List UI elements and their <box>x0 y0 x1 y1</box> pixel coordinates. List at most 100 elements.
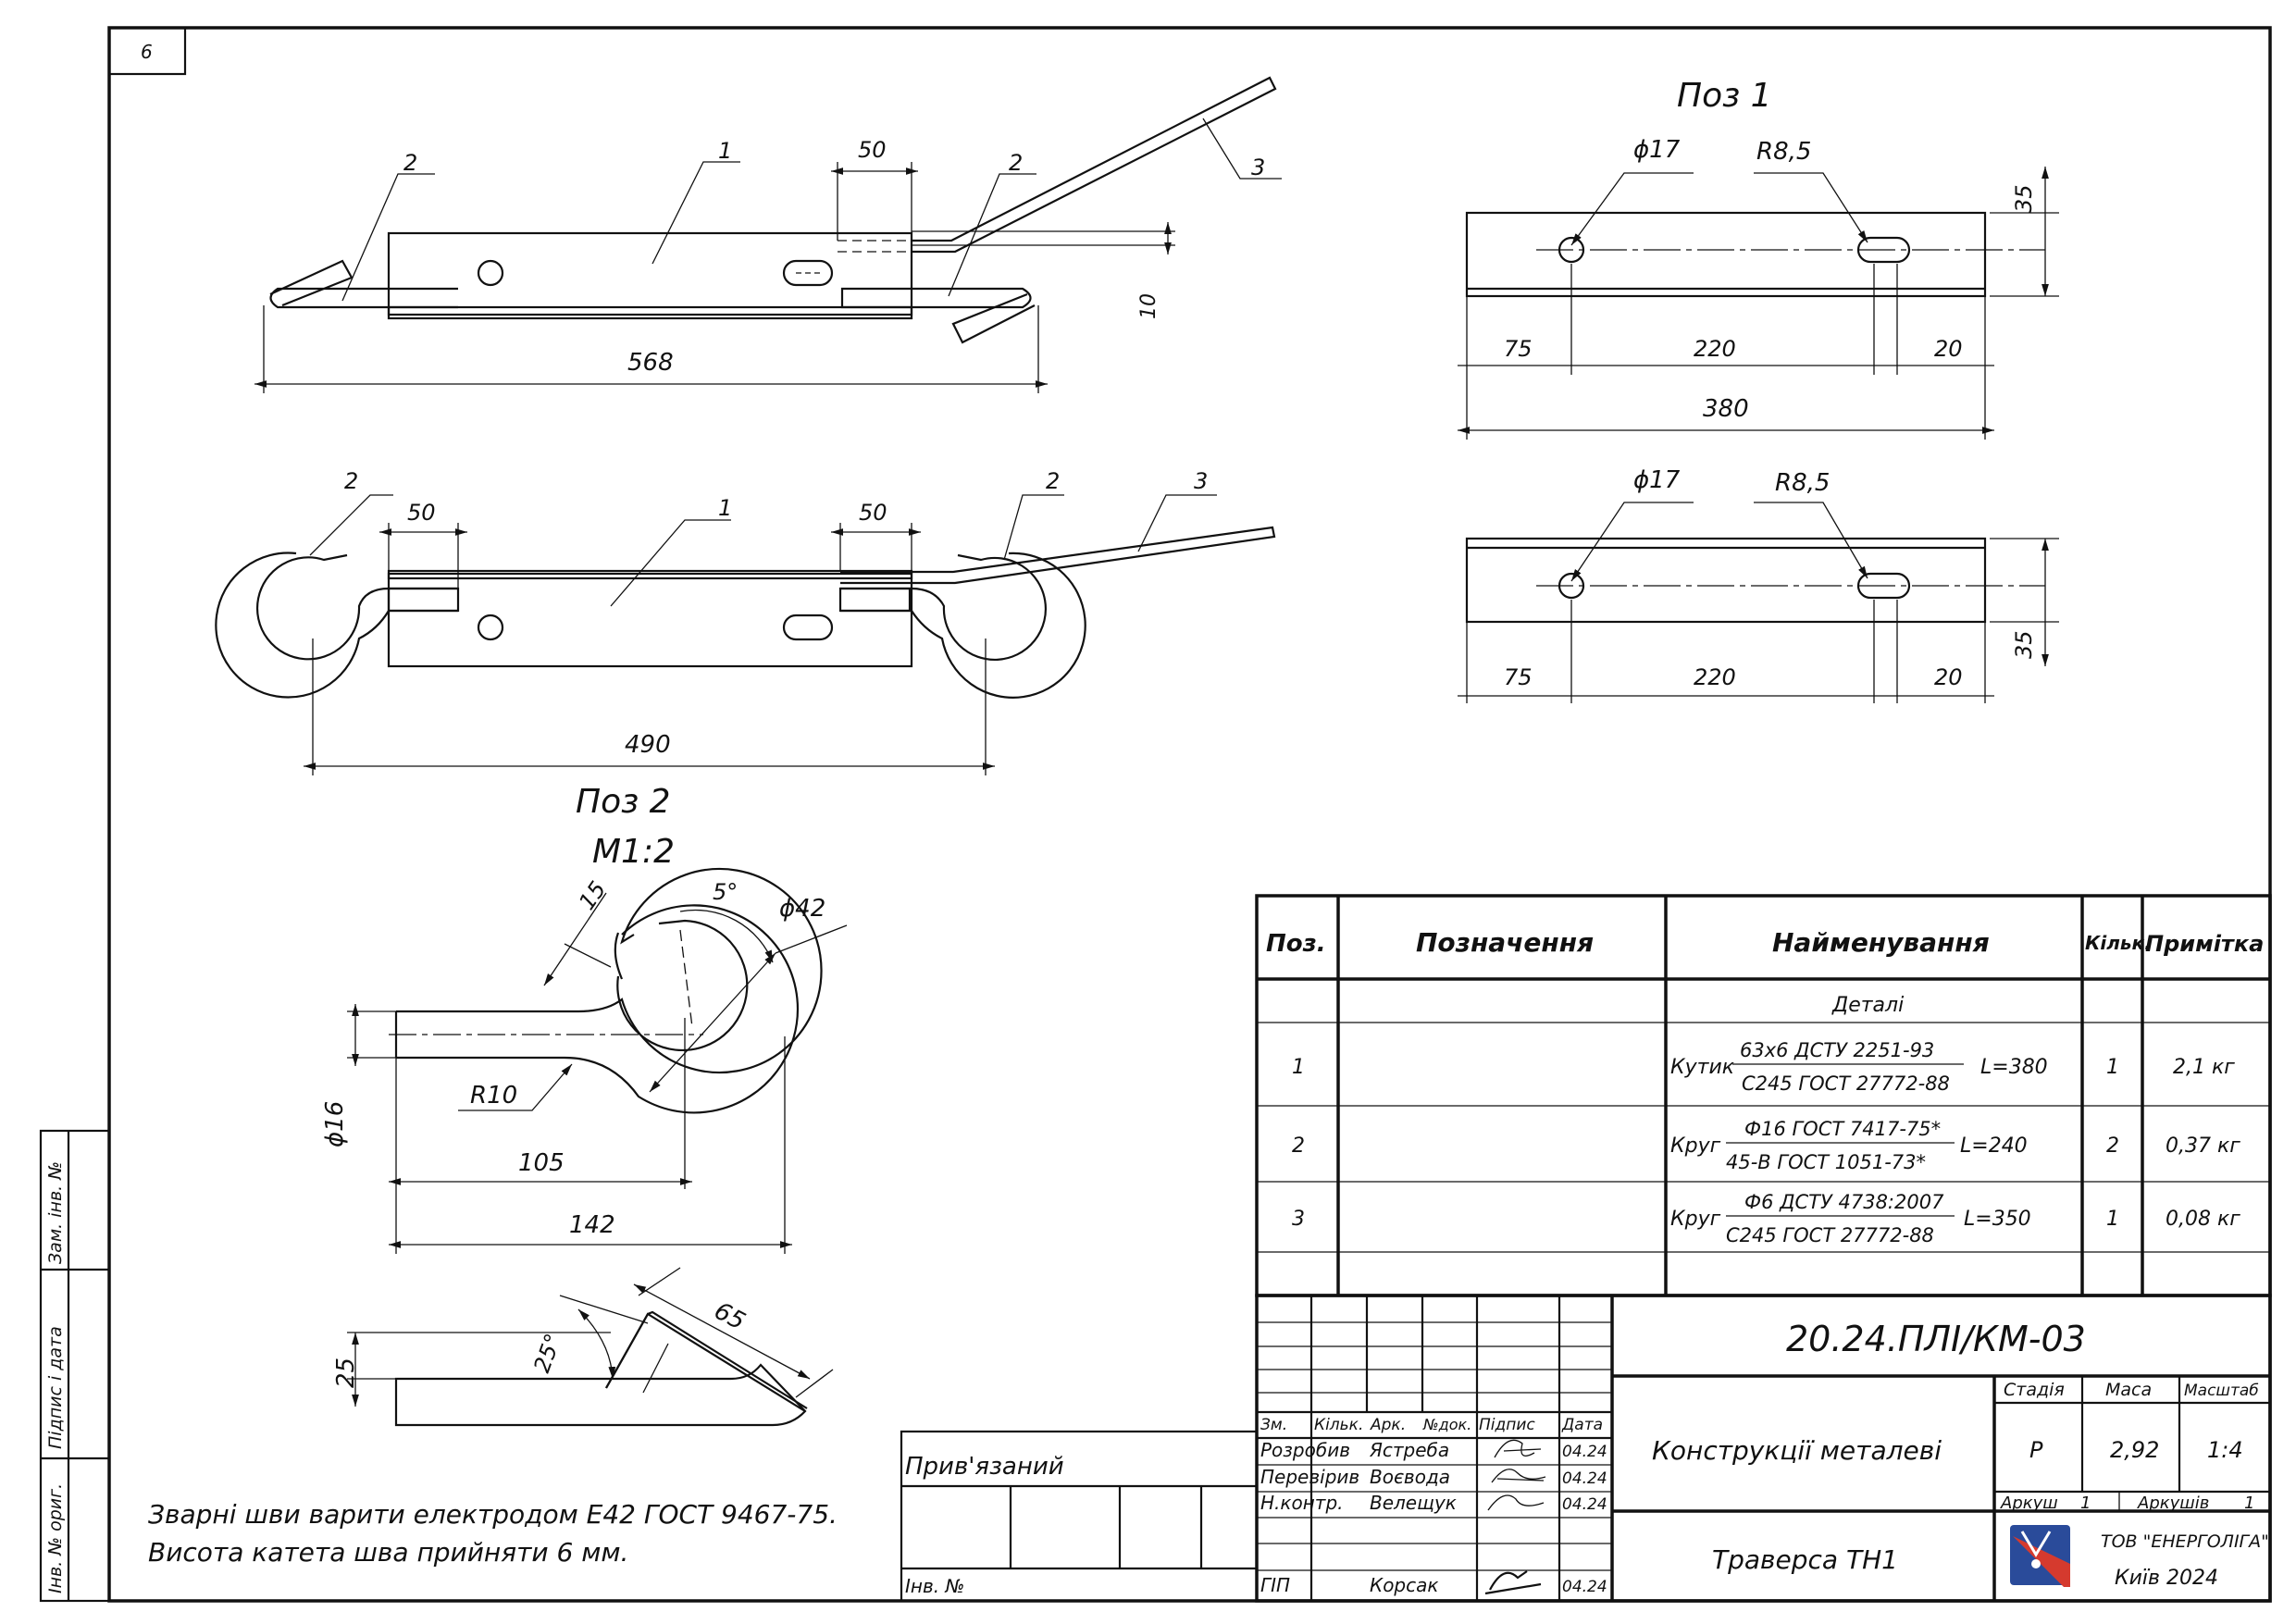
svg-text:L=380: L=380 <box>1980 1056 2048 1079</box>
bot-callout-2b: 2 <box>1046 468 1060 494</box>
col-ark: Арк. <box>1370 1416 1406 1434</box>
poz1-v1-d220: 220 <box>1694 336 1736 362</box>
date-perevir: 04.24 <box>1562 1469 1607 1488</box>
assembly-bottom-view: 2 1 2 3 50 50 490 <box>215 468 1276 775</box>
pryvyazanyi-label: Прив'язаний <box>905 1453 1064 1481</box>
sheets-label: Аркушів <box>2137 1494 2209 1513</box>
name-nkontr: Велещук <box>1370 1492 1457 1514</box>
scale-label: Масштаб <box>2184 1382 2259 1400</box>
scale-value: 1:4 <box>2207 1437 2243 1463</box>
poz1-v2-height: 35 <box>2011 630 2037 659</box>
role-perevir: Перевірив <box>1260 1466 1359 1488</box>
top-dim-50: 50 <box>858 137 887 163</box>
bot-callout-1: 1 <box>718 495 732 521</box>
title-block: Зм. Кільк. Арк. №док. Підпис Дата Розроб… <box>1255 1294 2272 1603</box>
role-gip: ГІП <box>1260 1574 1290 1596</box>
inv-orig-label: Інв. № ориг. <box>45 1483 66 1593</box>
poz1-v1-height: 35 <box>2011 184 2037 213</box>
poz1-v1-d75: 75 <box>1504 336 1533 362</box>
poz2-bend-angle: 25° <box>528 1330 566 1376</box>
drawing-code: 20.24.ПЛІ/КМ-03 <box>1786 1319 2086 1359</box>
svg-text:1: 1 <box>2106 1208 2119 1231</box>
bot-dim-50b: 50 <box>859 500 887 526</box>
side-stamp: Зам. інв. № Підпис і дата Інв. № ориг. <box>39 1129 111 1603</box>
poz1-v1-d380: 380 <box>1703 395 1749 423</box>
date-nkontr: 04.24 <box>1562 1495 1607 1514</box>
svg-text:3: 3 <box>1292 1208 1305 1231</box>
col-kilk: Кільк. <box>1314 1416 1363 1434</box>
name-razrobyv: Ястреба <box>1369 1439 1449 1461</box>
poz2-d15: 15 <box>574 876 611 914</box>
pidpys-data-label: Підпис і дата <box>45 1326 66 1449</box>
company-city: Київ 2024 <box>2115 1567 2218 1590</box>
note-line-1: Зварні шви варити електродом Е42 ГОСТ 94… <box>148 1499 838 1530</box>
top-dim-568: 568 <box>627 349 674 377</box>
table-row: 2 Круг Ф16 ГОСТ 7417-75* 45-В ГОСТ 1051-… <box>1292 1118 2240 1173</box>
col-pidpys: Підпис <box>1479 1416 1535 1434</box>
svg-text:0,37 кг: 0,37 кг <box>2166 1134 2240 1158</box>
col-ndok: №док. <box>1422 1416 1471 1433</box>
poz1-v1-hole: ϕ17 <box>1633 136 1681 164</box>
hdr-qty: Кільк. <box>2085 932 2152 954</box>
svg-text:Ф6 ДСТУ 4738:2007: Ф6 ДСТУ 4738:2007 <box>1744 1191 1944 1213</box>
section-details: Деталі <box>1831 994 1904 1017</box>
corner-box <box>107 26 187 76</box>
svg-text:Круг: Круг <box>1670 1134 1721 1158</box>
name-gip: Корсак <box>1370 1574 1438 1596</box>
stage-value: Р <box>2029 1437 2043 1463</box>
svg-text:Ф16 ГОСТ 7417-75*: Ф16 ГОСТ 7417-75* <box>1744 1118 1941 1140</box>
signature-nkontr <box>1487 1494 1545 1511</box>
svg-text:45-В ГОСТ 1051-73*: 45-В ГОСТ 1051-73* <box>1726 1151 1926 1173</box>
svg-text:С245 ГОСТ 27772-88: С245 ГОСТ 27772-88 <box>1726 1224 1934 1246</box>
hdr-name: Найменування <box>1772 927 1990 958</box>
bot-callout-2a: 2 <box>344 468 358 494</box>
svg-text:Круг: Круг <box>1670 1208 1721 1231</box>
hdr-note: Примітка <box>2145 931 2264 957</box>
section-name: Конструкції металеві <box>1652 1435 1942 1466</box>
poz2-len-105: 105 <box>518 1149 565 1177</box>
bot-dim-50a: 50 <box>407 500 436 526</box>
poz1-v1-slot: R8,5 <box>1756 138 1811 166</box>
part-name: Траверса ТН1 <box>1712 1544 1898 1575</box>
date-gip: 04.24 <box>1562 1578 1607 1596</box>
top-dim-10: 10 <box>1137 293 1160 319</box>
poz1-v2-d220: 220 <box>1694 664 1736 690</box>
poz1-v1-d20: 20 <box>1934 336 1963 362</box>
role-nkontr: Н.контр. <box>1260 1492 1344 1514</box>
top-callout-2b: 2 <box>1009 150 1023 176</box>
assembly-top-view: 2 1 2 3 50 10 568 <box>254 76 1282 393</box>
poz2-bend-len: 65 <box>710 1297 750 1336</box>
mass-label: Маса <box>2105 1380 2152 1400</box>
poz2-rad: R10 <box>470 1082 517 1110</box>
company-logo <box>2010 1525 2070 1587</box>
top-callout-2a: 2 <box>403 150 417 176</box>
poz2-rod-dia: ϕ16 <box>321 1101 349 1147</box>
company-name: ТОВ "ЕНЕРГОЛІГА" <box>2101 1531 2269 1552</box>
sheets-value: 1 <box>2244 1494 2254 1513</box>
svg-text:63х6 ДСТУ 2251-93: 63х6 ДСТУ 2251-93 <box>1740 1039 1934 1061</box>
hdr-designation: Позначення <box>1416 927 1594 958</box>
svg-text:2: 2 <box>1292 1134 1305 1158</box>
poz2-len-142: 142 <box>569 1211 615 1239</box>
table-row: 1 Кутик 63х6 ДСТУ 2251-93 С245 ГОСТ 2777… <box>1292 1039 2235 1095</box>
poz2-views: Поз 2 М1:2 ϕ16 105 142 R10 15 5° ϕ42 <box>321 783 848 1427</box>
poz1-v2-d75: 75 <box>1504 664 1533 690</box>
signature-razrobyv <box>1494 1439 1542 1458</box>
hdr-poz: Поз. <box>1266 930 1326 958</box>
date-razrobyv: 04.24 <box>1562 1443 1607 1461</box>
top-callout-3: 3 <box>1251 155 1265 180</box>
top-callout-1: 1 <box>718 138 732 164</box>
poz2-title: Поз 2 <box>576 783 671 821</box>
col-data: Дата <box>1561 1416 1603 1434</box>
note-line-2: Висота катета шва прийняти 6 мм. <box>148 1537 628 1568</box>
svg-text:С245 ГОСТ 27772-88: С245 ГОСТ 27772-88 <box>1742 1072 1950 1095</box>
role-razrobyv: Розробив <box>1260 1439 1350 1461</box>
sheet-value: 1 <box>2080 1494 2091 1513</box>
svg-text:1: 1 <box>2106 1056 2119 1079</box>
mass-value: 2,92 <box>2110 1437 2159 1463</box>
corner-number: 6 <box>141 41 153 63</box>
inv-no-label: Інв. № <box>905 1575 964 1597</box>
poz1-v2-slot: R8,5 <box>1775 469 1830 497</box>
poz1-v2-d20: 20 <box>1934 664 1963 690</box>
